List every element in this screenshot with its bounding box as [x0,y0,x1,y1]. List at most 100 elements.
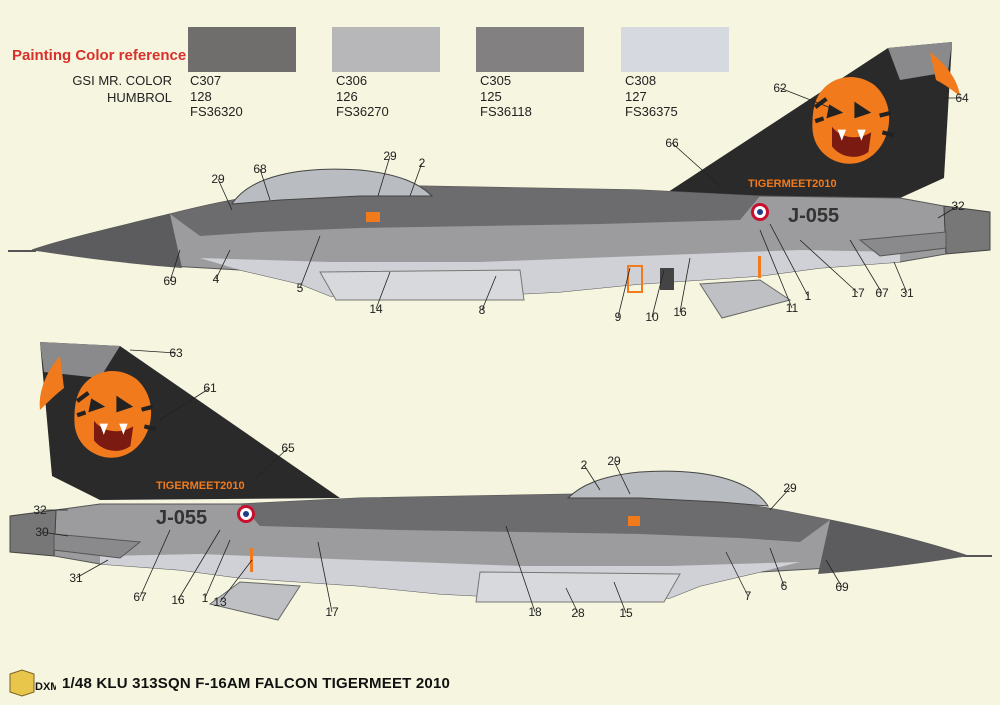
callout-number: 69 [835,580,849,594]
callout-leader-line [129,349,177,354]
serial-number: J-055 [156,507,207,529]
ventral-fin [699,279,792,319]
callout-leader-line [259,168,271,201]
callout-number: 31 [69,571,83,585]
tail-text: TIGERMEET2010 [156,480,245,492]
humbrol-code: 128 [190,89,212,104]
legend-row-label-humbrol: HUMBROL [106,90,172,105]
callout-number: 62 [773,81,787,95]
color-swatch-c305 [476,27,584,72]
callout-leader-line [937,205,959,219]
callout-number: 2 [581,458,588,472]
humbrol-code: 125 [480,89,502,104]
callout-number: 69 [163,274,177,288]
sheet-title: 1/48 KLU 313SQN F-16AM FALCON TIGERMEET … [62,675,451,692]
callout-number: 29 [783,481,797,495]
callout-number: 14 [369,302,383,316]
callout-number: 1 [202,591,209,605]
exhaust-nozzle [943,205,991,255]
callout-number: 11 [786,301,799,315]
callout-number: 29 [383,149,397,163]
callout-number: 15 [619,606,633,620]
horizontal-stabilizer [53,533,142,559]
humbrol-code: 127 [625,89,647,104]
panel-marking [627,265,643,293]
intake [475,571,681,603]
callout-number: 66 [665,136,679,150]
callout-leader-line [204,539,231,599]
tail-text: TIGERMEET2010 [748,178,837,190]
horizontal-stabilizer [858,231,947,257]
callout-number: 65 [281,441,295,455]
callout-leader-line [671,142,721,187]
svg-text:DXM: DXM [35,681,56,693]
fs-code: FS36270 [336,104,389,119]
callout-leader-line [481,275,497,311]
callout-leader-line [779,87,837,111]
canopy [231,168,434,205]
callout-number: 30 [35,525,49,539]
callout-number: 13 [213,595,227,609]
callout-leader-line [613,581,627,614]
callout-number: 32 [951,199,965,213]
callout-number: 64 [955,91,969,105]
callout-leader-line [613,460,631,495]
tiger-tail-stripe [39,356,64,410]
callout-leader-line [759,229,793,309]
tail-fin [662,42,952,198]
ventral-fin [208,581,301,621]
color-swatch-c308 [621,27,729,72]
color-swatch-c306 [332,27,440,72]
callout-leader-line [169,249,181,282]
mr-color-code: C306 [336,73,368,88]
callout-number: 67 [875,286,889,300]
callout-number: 16 [673,305,687,319]
callout-leader-line [617,267,631,318]
callout-number: 68 [253,162,267,176]
callout-number: 17 [325,605,339,619]
callout-leader-line [75,559,109,579]
callout-leader-line [159,387,211,421]
callout-number: 32 [33,503,47,517]
roundel-icon [237,505,255,523]
callout-number: 2 [419,156,426,170]
callout-leader-line [217,178,233,211]
humbrol-code: 126 [336,89,358,104]
callout-leader-line [219,559,253,603]
canopy [566,470,769,507]
legend-row-label-mr-color: GSI MR. COLOR [72,73,172,88]
callout-leader-line [769,223,809,297]
fs-code: FS36320 [190,104,243,119]
callout-leader-line [41,531,69,537]
callout-leader-line [375,271,391,310]
tiger-tail-stripe [930,52,960,96]
mr-color-code: C305 [480,73,512,88]
callout-leader-line [505,525,536,613]
upper-camo [240,494,830,542]
callout-leader-line [893,261,908,294]
callout-leader-line [725,551,749,597]
warning-marking [628,516,640,526]
warning-marking [366,212,380,222]
mr-color-code: C307 [190,73,222,88]
callout-leader-line [799,239,859,294]
fs-code: FS36375 [625,104,678,119]
callout-leader-line [679,257,691,313]
callout-number: 7 [745,589,752,603]
callout-leader-line [651,269,665,318]
fs-code: FS36118 [480,104,532,119]
callout-number: 67 [133,590,147,604]
callout-number: 18 [528,605,542,619]
callout-leader-line [317,541,333,613]
callout-leader-line [139,529,171,598]
callout-leader-line [177,529,221,601]
callout-number: 31 [900,286,914,300]
callout-number: 16 [171,593,185,607]
brand-logo: DXM [9,669,56,697]
nose-cone [32,214,182,268]
callout-number: 4 [213,272,220,286]
mr-color-code: C308 [625,73,657,88]
